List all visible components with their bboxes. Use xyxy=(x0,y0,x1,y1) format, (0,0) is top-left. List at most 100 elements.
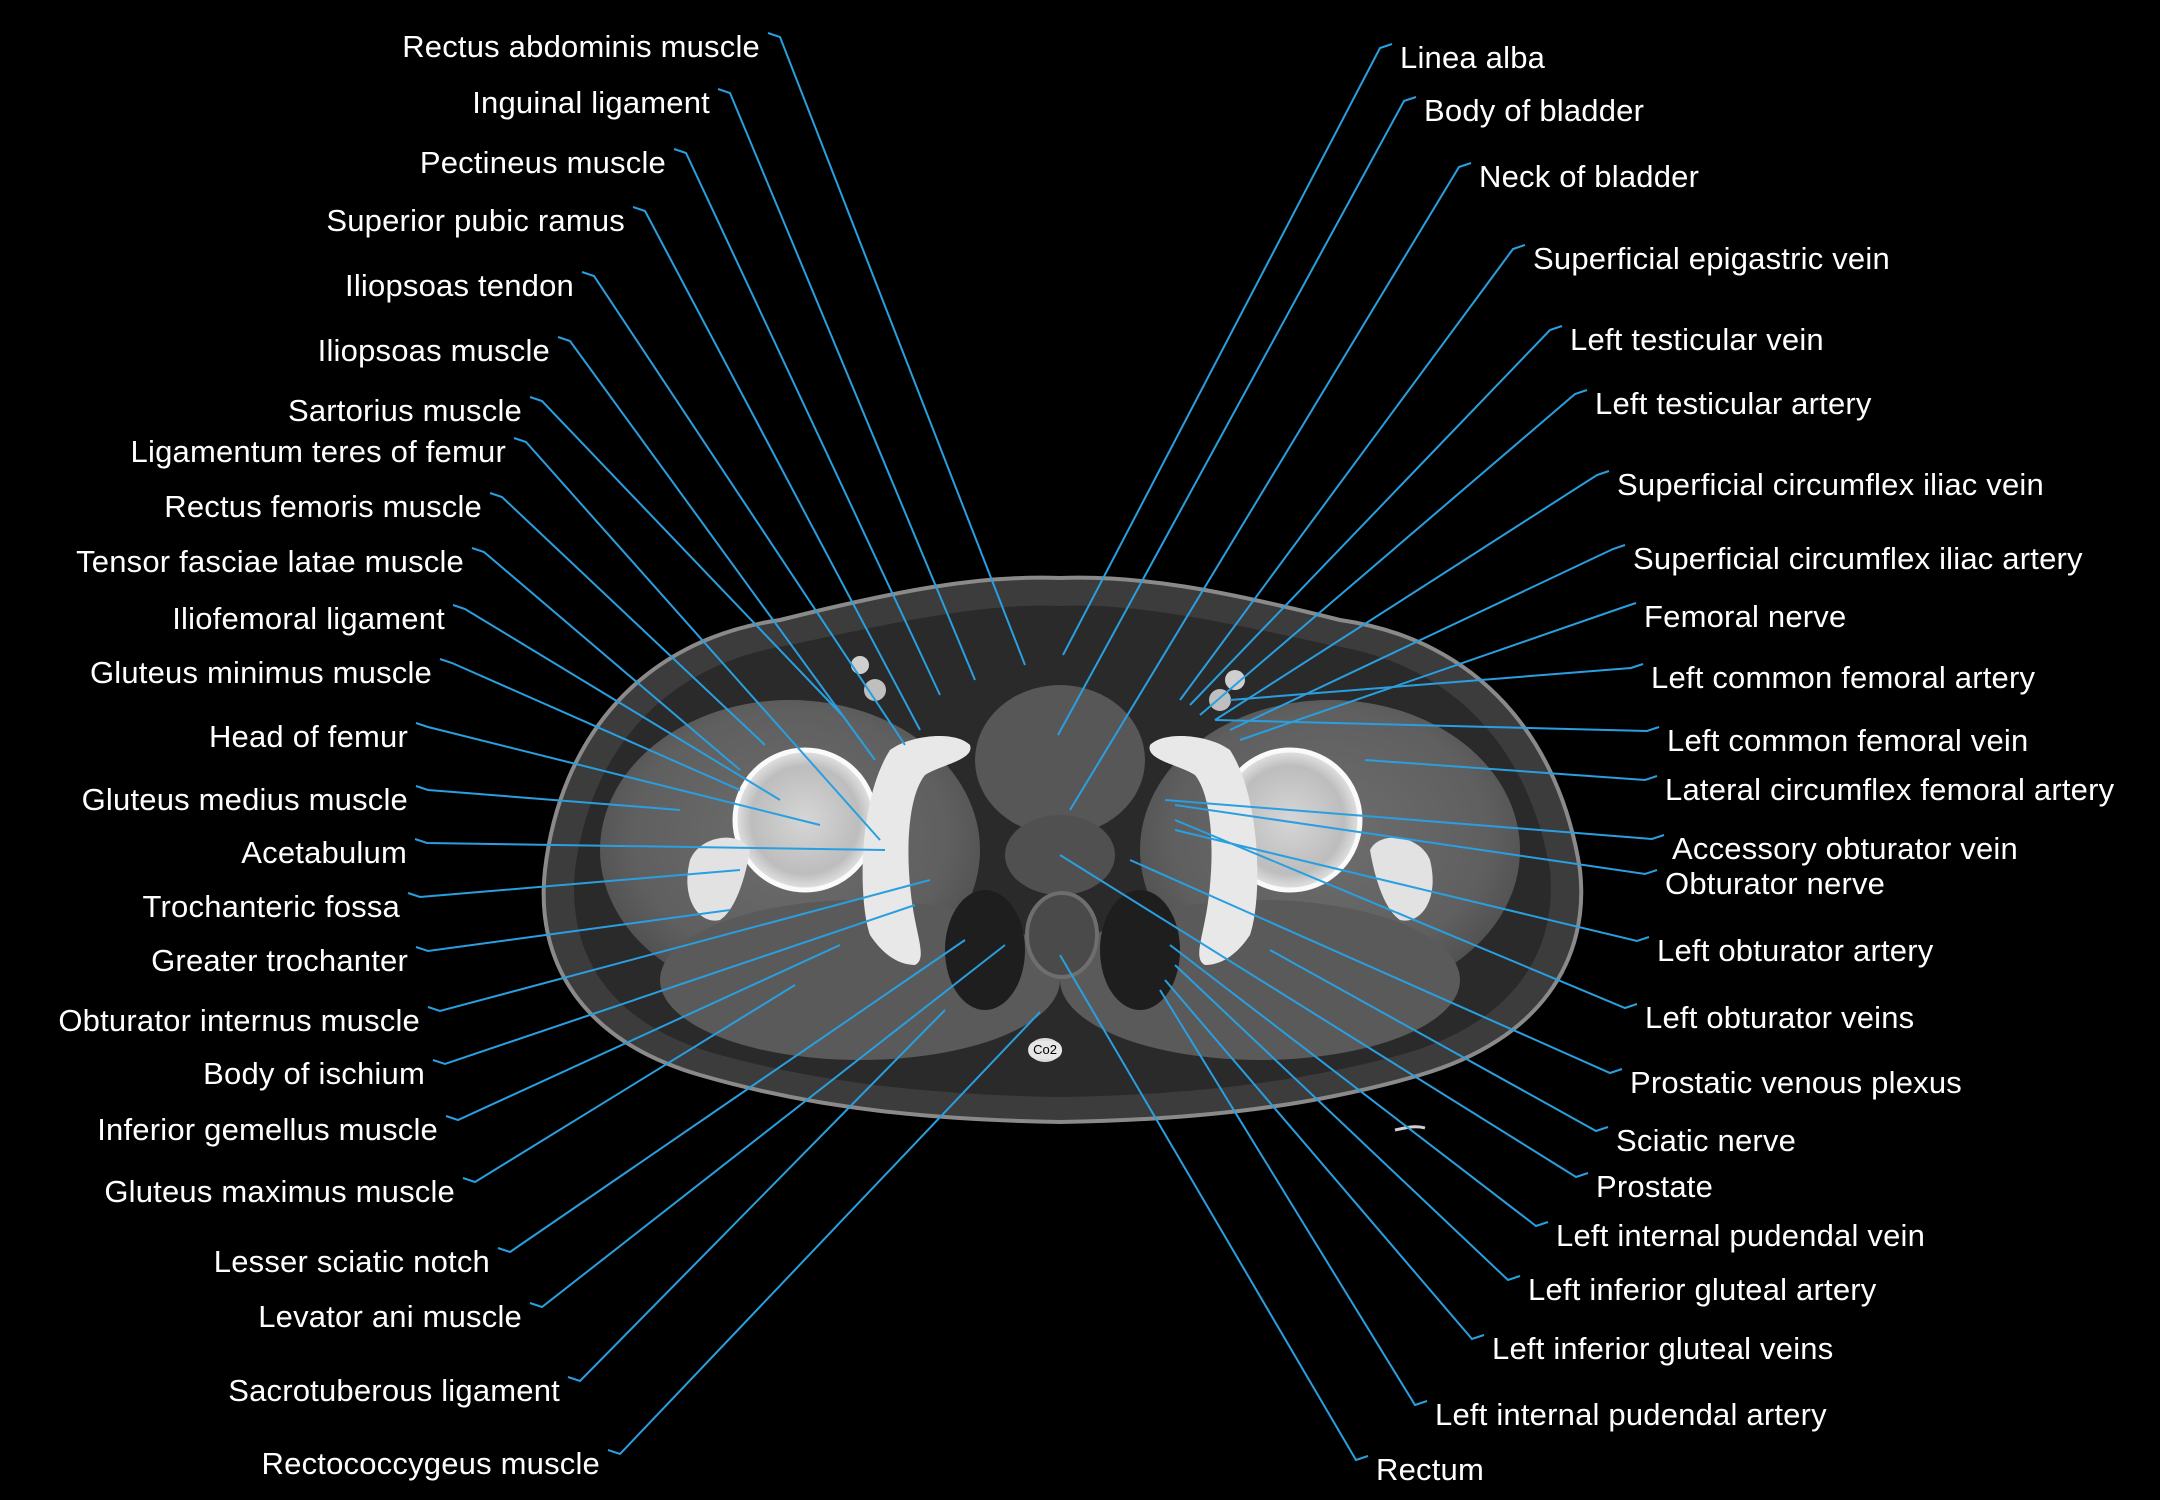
bladder xyxy=(975,685,1145,835)
label-left-18: Body of ischium xyxy=(203,1056,425,1091)
label-left-2: Pectineus muscle xyxy=(419,145,666,180)
label-left-21: Lesser sciatic notch xyxy=(213,1244,490,1279)
label-right-8: Femoral nerve xyxy=(1644,599,1847,634)
label-right-9: Left common femoral artery xyxy=(1651,660,2036,695)
label-right-10: Left common femoral vein xyxy=(1667,723,2029,758)
label-right-2: Neck of bladder xyxy=(1479,159,1700,194)
leader-line-right-8 xyxy=(1239,602,1637,741)
leader-line-left-9 xyxy=(471,547,741,771)
label-right-19: Left internal pudendal vein xyxy=(1556,1218,1926,1253)
leader-line-left-4 xyxy=(581,271,906,746)
label-left-1: Inguinal ligament xyxy=(472,85,710,120)
leader-line-right-1 xyxy=(1057,96,1417,736)
label-left-13: Gluteus medius muscle xyxy=(81,782,408,817)
leader-line-left-17 xyxy=(427,879,931,1013)
label-left-22: Levator ani muscle xyxy=(258,1299,522,1334)
leader-line-left-23 xyxy=(567,1009,946,1383)
greater-trochanter-left xyxy=(687,837,750,921)
leader-line-right-19 xyxy=(1169,944,1549,1228)
coccyx-marker: Co2 xyxy=(1028,1041,1062,1059)
leader-line-right-11 xyxy=(1364,759,1658,782)
leader-line-left-14 xyxy=(414,838,886,851)
leader-line-right-14 xyxy=(1174,829,1650,943)
leader-line-right-7 xyxy=(1229,544,1626,731)
label-right-5: Left testicular artery xyxy=(1595,386,1872,421)
leader-line-right-23 xyxy=(1059,954,1369,1462)
label-left-15: Trochanteric fossa xyxy=(142,889,400,924)
label-right-7: Superficial circumflex iliac artery xyxy=(1633,541,2083,576)
leader-line-left-0 xyxy=(767,32,1026,666)
leader-line-right-2 xyxy=(1069,162,1472,811)
label-right-0: Linea alba xyxy=(1400,40,1546,75)
label-left-10: Iliofemoral ligament xyxy=(172,601,445,636)
leader-line-left-2 xyxy=(673,148,941,696)
label-right-3: Superficial epigastric vein xyxy=(1533,241,1890,276)
leader-line-left-13 xyxy=(415,785,681,811)
label-right-11: Lateral circumflex femoral artery xyxy=(1665,772,2115,807)
leader-line-right-12 xyxy=(1164,799,1665,841)
leader-line-left-22 xyxy=(529,944,1006,1309)
label-right-6: Superficial circumflex iliac vein xyxy=(1617,467,2044,502)
leader-line-right-9 xyxy=(1229,663,1644,701)
pelvic-bone-left xyxy=(862,735,971,965)
label-left-11: Gluteus minimus muscle xyxy=(89,655,432,690)
label-left-17: Obturator internus muscle xyxy=(58,1003,420,1038)
label-right-12: Accessory obturator vein xyxy=(1672,831,2018,866)
label-right-18: Prostate xyxy=(1596,1169,1714,1204)
label-right-21: Left inferior gluteal veins xyxy=(1492,1331,1834,1366)
label-right-1: Body of bladder xyxy=(1424,93,1645,128)
leader-line-right-18 xyxy=(1059,854,1589,1179)
label-left-3: Superior pubic ramus xyxy=(326,203,625,238)
femoral-vessel-right-1 xyxy=(1225,670,1245,690)
label-left-23: Sacrotuberous ligament xyxy=(228,1373,560,1408)
label-left-7: Ligamentum teres of femur xyxy=(130,434,506,469)
label-right-22: Left internal pudendal artery xyxy=(1435,1397,1827,1432)
leader-line-right-16 xyxy=(1129,859,1623,1075)
leader-line-left-11 xyxy=(439,658,741,791)
label-left-4: Iliopsoas tendon xyxy=(345,268,574,303)
label-right-20: Left inferior gluteal artery xyxy=(1528,1272,1877,1307)
leader-line-left-3 xyxy=(632,206,921,731)
ischioanal-fat-left xyxy=(945,890,1025,1010)
label-left-14: Acetabulum xyxy=(241,835,407,870)
label-left-20: Gluteus maximus muscle xyxy=(104,1174,455,1209)
leader-line-right-5 xyxy=(1199,389,1588,716)
label-left-5: Iliopsoas muscle xyxy=(317,333,550,368)
label-right-15: Left obturator veins xyxy=(1645,1000,1915,1035)
label-left-16: Greater trochanter xyxy=(151,943,408,978)
label-right-17: Sciatic nerve xyxy=(1616,1123,1797,1158)
label-right-23: Rectum xyxy=(1376,1452,1485,1487)
label-left-6: Sartorius muscle xyxy=(287,393,522,428)
femoral-vessel-left-2 xyxy=(864,679,886,701)
leader-line-right-3 xyxy=(1179,244,1526,701)
label-left-12: Head of femur xyxy=(208,719,408,754)
leader-line-right-10 xyxy=(1214,719,1660,733)
leader-line-left-12 xyxy=(415,722,821,826)
leader-line-right-4 xyxy=(1189,325,1563,706)
leader-line-right-0 xyxy=(1062,43,1393,656)
label-right-13: Obturator nerve xyxy=(1665,866,1886,901)
label-left-24: Rectococcygeus muscle xyxy=(261,1446,600,1481)
leader-line-left-1 xyxy=(717,88,976,681)
pelvic-bone-right xyxy=(1149,735,1258,965)
leader-line-right-15 xyxy=(1174,819,1638,1010)
leader-line-left-6 xyxy=(529,396,843,716)
leader-line-left-21 xyxy=(497,939,966,1254)
leader-line-left-5 xyxy=(557,336,876,761)
label-left-9: Tensor fasciae latae muscle xyxy=(76,544,464,579)
femoral-vessel-right-2 xyxy=(1209,689,1231,711)
leader-line-right-6 xyxy=(1214,470,1610,721)
leader-line-right-20 xyxy=(1174,964,1521,1282)
leader-line-left-19 xyxy=(445,944,841,1122)
leader-line-left-10 xyxy=(452,604,781,801)
greater-trochanter-right xyxy=(1370,837,1433,921)
leader-line-right-13 xyxy=(1174,804,1658,876)
leader-line-right-17 xyxy=(1269,949,1609,1133)
ischioanal-fat-right xyxy=(1100,890,1180,1010)
leader-line-left-24 xyxy=(607,1011,1041,1456)
label-left-0: Rectus abdominis muscle xyxy=(402,29,760,64)
leader-line-right-22 xyxy=(1159,989,1428,1407)
